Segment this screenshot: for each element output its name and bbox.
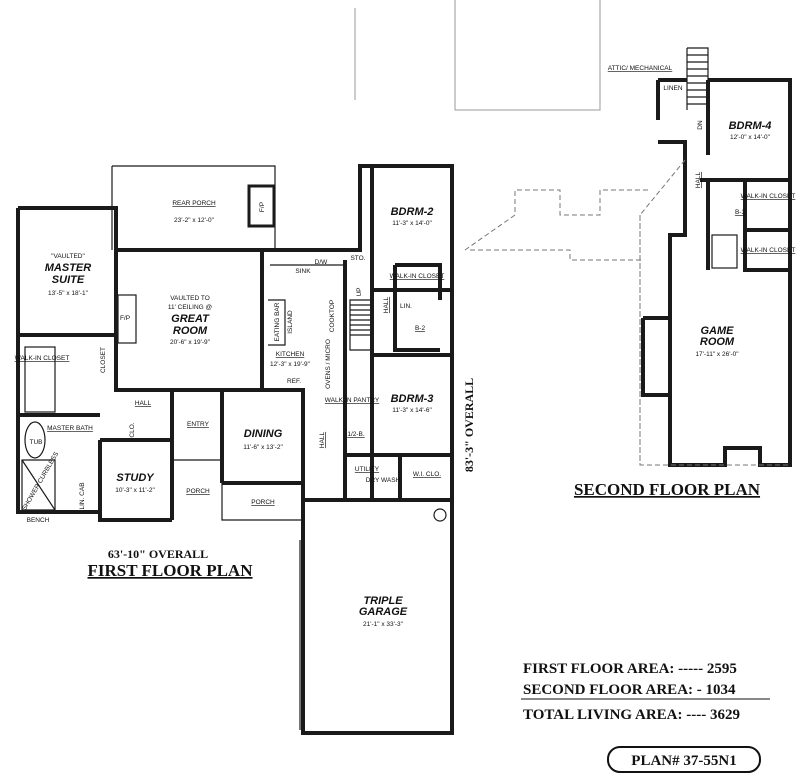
refrigerator-label: REF. <box>287 378 301 385</box>
closet-label-2: CLOSET <box>100 347 107 373</box>
kitchen-name: KITCHEN <box>276 351 305 358</box>
cooktop-label: COOKTOP <box>329 300 336 332</box>
bdrm3-name: BDRM-3 <box>391 393 434 405</box>
great-room-name-2: ROOM <box>173 325 208 337</box>
garage-name: TRIPLE <box>363 595 403 607</box>
first-floor-walls <box>16 164 454 735</box>
width-overall: 63'-10" OVERALL <box>108 547 208 561</box>
ovens-label: OVENS / MICRO <box>325 339 332 389</box>
game-room-name: GAME <box>701 325 735 337</box>
bdrm3-dims: 11'-3" x 14'-6" <box>392 407 432 414</box>
second-floor-labels: BDRM-4 12'-0" x 14'-0" GAME ROOM 17'-11"… <box>574 65 795 499</box>
rear-porch-name: REAR PORCH <box>172 200 216 207</box>
porch-label: PORCH <box>186 488 210 495</box>
attic-label: ATTIC/ MECHANICAL <box>608 65 673 72</box>
great-room-name: GREAT <box>171 313 210 325</box>
hall-label-2: HALL <box>319 431 326 448</box>
entry-label: ENTRY <box>187 421 210 428</box>
master-suite-note: "VAULTED" <box>51 253 85 260</box>
first-floor-title: FIRST FLOOR PLAN <box>88 561 254 580</box>
game-room-dims: 17'-11" x 26'-0" <box>695 351 739 358</box>
bath-2-label: B-2 <box>415 325 426 332</box>
bdrm4-name: BDRM-4 <box>729 120 772 132</box>
second-floor-title: SECOND FLOOR PLAN <box>574 480 761 499</box>
plan-number-badge <box>607 746 761 773</box>
porch-label-2: PORCH <box>251 499 275 506</box>
walkin-closet-label-2: WALK-IN CLOSET <box>15 355 70 362</box>
study-name: STUDY <box>116 472 155 484</box>
stair-up-label: UP <box>356 287 363 296</box>
bdrm2-dims: 11'-3" x 14'-0" <box>392 220 432 227</box>
master-suite-dims: 13'-5" x 18'-1" <box>48 290 89 297</box>
second-floor-area: SECOND FLOOR AREA: - 1034 <box>523 682 736 698</box>
half-bath-label: 1/2-B. <box>347 431 365 438</box>
study-dims: 10'-3" x 11'-2" <box>115 487 155 494</box>
linen-label: LINEN <box>663 85 682 92</box>
eating-bar-label: EATING BAR <box>274 302 281 341</box>
hall-label: HALL <box>383 296 390 313</box>
rear-porch-dims: 23'-2" x 12'-0" <box>174 217 215 224</box>
storage-label: STO. <box>350 255 365 262</box>
master-suite-name: MASTER <box>45 262 92 274</box>
kitchen-dims: 12'-3" x 19'-9" <box>270 361 311 368</box>
utility-label: UTILITY <box>355 466 380 473</box>
master-suite-name-2: SUITE <box>52 274 85 286</box>
great-room-note: VAULTED TO <box>170 295 210 302</box>
walkin-closet-label: WALK-IN CLOSET <box>390 273 445 280</box>
tub-label: TUB <box>30 439 43 446</box>
great-room-note-2: 11' CEILING @ <box>168 304 213 311</box>
linen-cabinet-label: LIN. CAB <box>79 482 86 509</box>
great-room-dims: 20'-6" x 19'-9" <box>170 339 211 346</box>
wi-closet-label: W.I. CLO. <box>413 471 441 478</box>
walkin-closet-label: WALK-IN CLOSET <box>741 193 796 200</box>
walkin-pantry-label: WALK-IN PANTRY <box>325 397 380 404</box>
bdrm2-name: BDRM-2 <box>391 206 434 218</box>
fireplace-label-2: F/P <box>120 315 130 322</box>
dishwasher-label: D/W <box>315 259 329 266</box>
bath-3-label: B-3 <box>735 209 746 216</box>
area-summary: FIRST FLOOR AREA: ----- 2595 SECOND FLOO… <box>521 661 770 773</box>
linen-label: LIN. <box>400 303 412 310</box>
plan-number: PLAN# 37-55N1 <box>631 753 736 769</box>
total-living-area: TOTAL LIVING AREA: ---- 3629 <box>523 707 740 723</box>
hall-label: HALL <box>695 171 702 188</box>
dining-dims: 11'-6" x 13'-2" <box>243 444 283 451</box>
first-floor-labels: REAR PORCH 23'-2" x 12'-0" "VAULTED" MAS… <box>15 200 476 628</box>
dry-wash-label: DRY WASH <box>366 477 401 484</box>
closet-label: CLO. <box>129 422 136 437</box>
first-floor-area: FIRST FLOOR AREA: ----- 2595 <box>523 661 737 677</box>
garage-name-2: GARAGE <box>359 606 408 618</box>
hall-label-3: HALL <box>135 400 152 407</box>
walkin-closet-label-2: WALK-IN CLOSET <box>741 247 796 254</box>
fireplace-label: F/P <box>259 202 266 212</box>
game-room-name-2: ROOM <box>700 336 735 348</box>
island-label: ISLAND <box>287 310 294 334</box>
garage-dims: 21'-1" x 33'-3" <box>363 621 404 628</box>
depth-overall: 83'-3" OVERALL <box>462 378 476 472</box>
second-floor-walls <box>639 47 792 467</box>
stair-down-label: DN <box>697 120 704 130</box>
sink-label: SINK <box>295 268 311 275</box>
dining-name: DINING <box>244 428 283 440</box>
roof-outline <box>354 0 650 261</box>
bench-label: BENCH <box>27 517 50 524</box>
master-bath-label: MASTER BATH <box>47 425 93 432</box>
bdrm4-dims: 12'-0" x 14'-0" <box>730 134 771 141</box>
